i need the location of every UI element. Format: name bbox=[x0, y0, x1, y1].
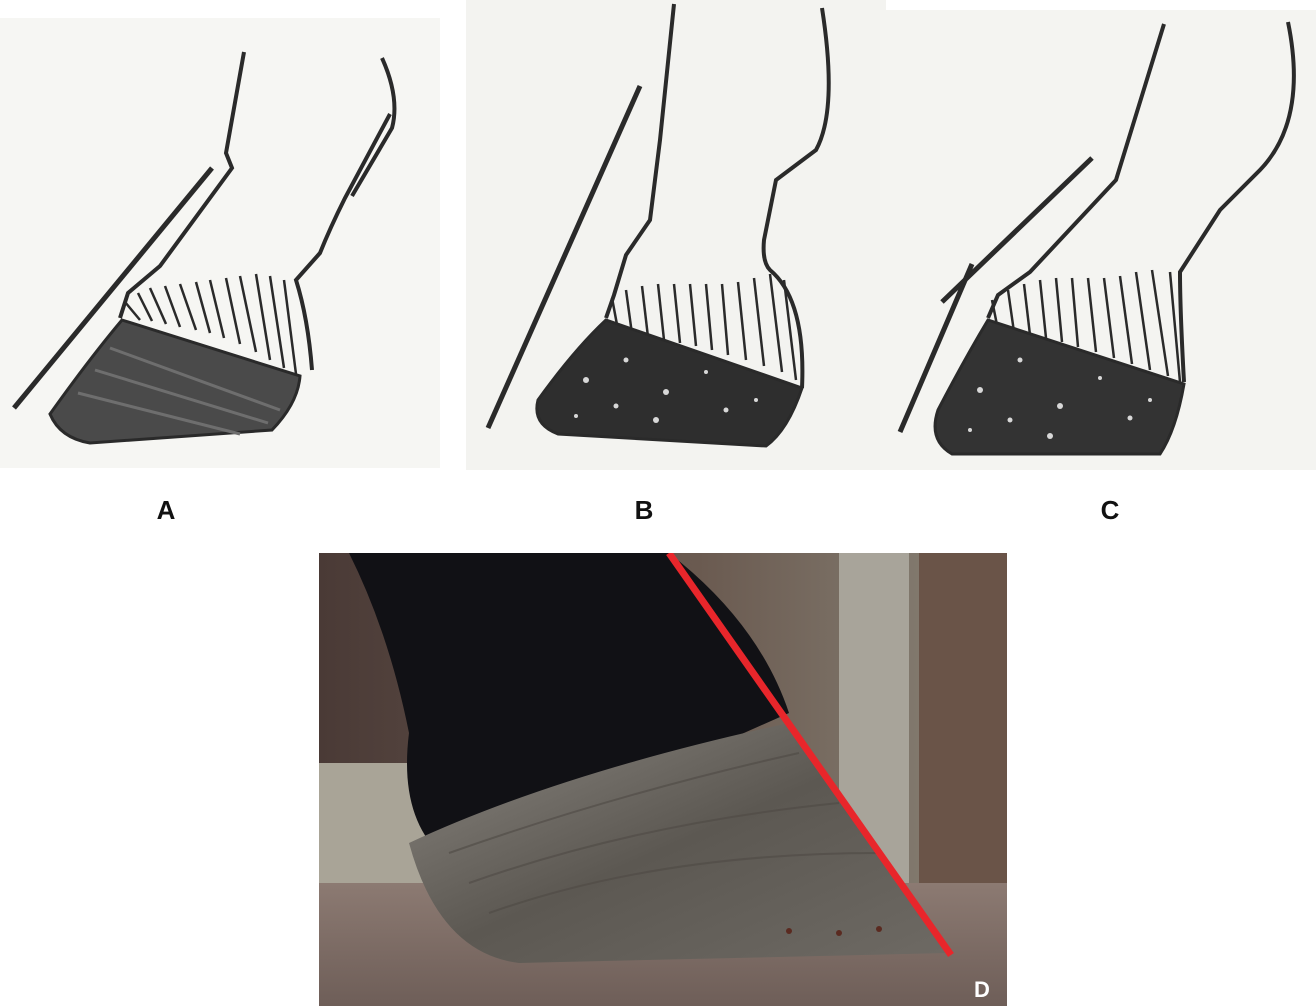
panel-label-c: C bbox=[1090, 495, 1130, 526]
hoof-capsule bbox=[50, 320, 300, 443]
hoof-photo-art bbox=[319, 553, 1007, 1006]
hoof-drawing-b-art bbox=[466, 0, 886, 470]
leg-front-outline bbox=[606, 4, 674, 318]
leg-back-outline bbox=[1180, 22, 1294, 382]
hoof-capsule bbox=[537, 320, 802, 446]
panel-label-d: D bbox=[974, 977, 990, 1003]
leg-back-outline bbox=[296, 58, 394, 370]
leg-front-outline bbox=[120, 52, 244, 318]
hoof-photo: D bbox=[319, 553, 1007, 1006]
hoof-drawing-a bbox=[0, 18, 440, 468]
panel-label-a: A bbox=[146, 495, 186, 526]
leg-back-outline bbox=[764, 8, 829, 388]
hoof-drawing-a-art bbox=[0, 18, 440, 468]
hoof-drawing-b bbox=[466, 0, 886, 470]
hoof-drawing-c-art bbox=[880, 10, 1316, 470]
panel-label-b: B bbox=[624, 495, 664, 526]
hoof-drawing-c bbox=[880, 10, 1316, 470]
